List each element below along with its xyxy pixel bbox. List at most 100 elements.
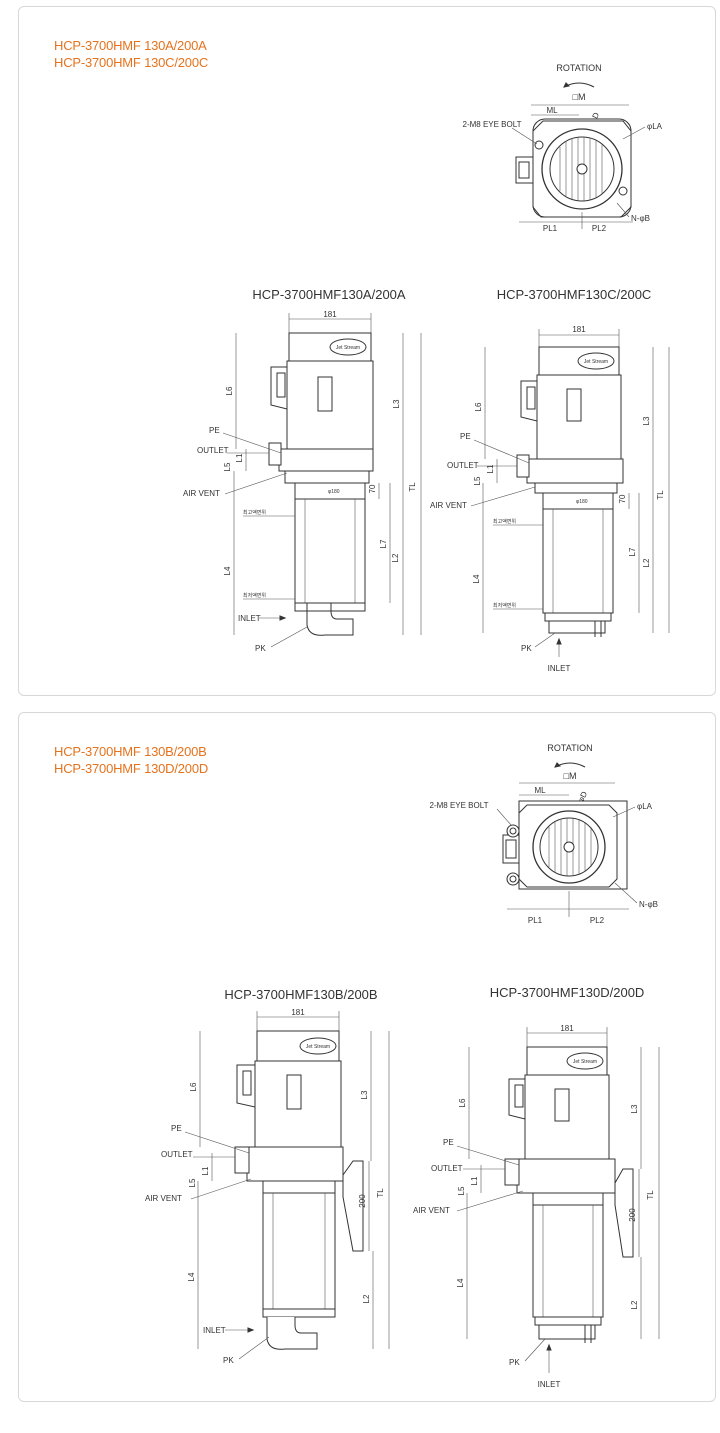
dim-pl1: PL1 bbox=[528, 916, 543, 925]
dim-ml: ML bbox=[546, 106, 558, 115]
dim-width: 181 bbox=[572, 325, 586, 334]
dim-l4: L4 bbox=[187, 1272, 196, 1281]
callout-inlet: INLET bbox=[238, 614, 261, 623]
rotation-label: ROTATION bbox=[556, 63, 601, 73]
dim-tl: TL bbox=[408, 482, 417, 492]
outlet-port bbox=[504, 1158, 520, 1186]
top-view: ROTATION □M ML φD 2-M8 EYE B bbox=[463, 63, 663, 233]
dim-200: 200 bbox=[628, 1208, 637, 1222]
drawing-panel-2: HCP-3700HMF 130B/200B HCP-3700HMF 130D/2… bbox=[18, 712, 716, 1402]
dim-l1: L1 bbox=[201, 1166, 210, 1175]
dim-l3: L3 bbox=[392, 399, 401, 408]
callout-inlet: INLET bbox=[538, 1380, 561, 1389]
dim-width: 181 bbox=[291, 1008, 305, 1017]
dim-70: 70 bbox=[618, 494, 627, 503]
flange-circle bbox=[541, 128, 623, 210]
dim-tl: TL bbox=[656, 490, 665, 500]
pump-flange bbox=[278, 448, 374, 472]
drawing-title: HCP-3700HMF130B/200B bbox=[224, 987, 377, 1002]
arrow-head-icon bbox=[554, 762, 562, 768]
elevation-130D: HCP-3700HMF130D/200D 181 Jet Stream L6 L… bbox=[413, 985, 660, 1389]
drawing-title: HCP-3700HMF130D/200D bbox=[490, 985, 645, 1000]
dim-l3: L3 bbox=[630, 1104, 639, 1113]
dim-200: 200 bbox=[358, 1194, 367, 1208]
dim-l2: L2 bbox=[630, 1300, 639, 1309]
fan-cover bbox=[539, 817, 599, 877]
dim-l2: L2 bbox=[362, 1294, 371, 1303]
dim-l5: L5 bbox=[473, 476, 482, 485]
dim-l2: L2 bbox=[391, 553, 400, 562]
callout-air-vent: AIR VENT bbox=[183, 489, 220, 498]
dim-l6: L6 bbox=[474, 402, 483, 411]
pump-flange bbox=[526, 458, 624, 484]
callout-air-vent: AIR VENT bbox=[413, 1206, 450, 1215]
inlet-base bbox=[538, 1324, 596, 1340]
elevation-130B: HCP-3700HMF130B/200B 181 Jet Stream L6 L… bbox=[145, 987, 390, 1365]
eye-bolt-label: 2-M8 EYE BOLT bbox=[463, 120, 522, 129]
callout-outlet: OUTLET bbox=[431, 1164, 463, 1173]
nameplate: Jet Stream bbox=[336, 345, 360, 351]
level-max: 최고액면위 bbox=[493, 518, 516, 525]
dim-phi-d: φD bbox=[576, 790, 589, 804]
terminal-box bbox=[502, 834, 520, 864]
elevation-130A: HCP-3700HMF130A/200A 181 Jet Stream L6 L… bbox=[183, 287, 422, 653]
pump-casing bbox=[294, 498, 366, 604]
motor-body bbox=[524, 1074, 610, 1160]
dim-l2: L2 bbox=[642, 558, 651, 567]
callout-pk: PK bbox=[255, 644, 266, 653]
dim-phi-la: φLA bbox=[647, 122, 663, 131]
drawing-title: HCP-3700HMF130A/200A bbox=[252, 287, 406, 302]
dim-l6: L6 bbox=[189, 1082, 198, 1091]
level-min: 최저액면위 bbox=[493, 602, 516, 609]
dim-square-m: □M bbox=[564, 771, 577, 781]
callout-pe: PE bbox=[209, 426, 220, 435]
dim-tl: TL bbox=[376, 1188, 385, 1198]
callout-air-vent: AIR VENT bbox=[430, 501, 467, 510]
pump-flange bbox=[246, 1146, 344, 1182]
callout-pe: PE bbox=[460, 432, 471, 441]
model-name: HCP-3700HMF 130D/200D bbox=[54, 761, 209, 776]
flange-dia: φ180 bbox=[576, 499, 588, 505]
inlet-elbow bbox=[306, 603, 354, 636]
dim-l7: L7 bbox=[628, 547, 637, 556]
flange-dia: φ180 bbox=[328, 489, 340, 495]
callout-inlet: INLET bbox=[548, 664, 571, 673]
motor-body bbox=[286, 360, 374, 450]
callout-pe: PE bbox=[171, 1124, 182, 1133]
outlet-port bbox=[268, 442, 282, 466]
drawing-title: HCP-3700HMF130C/200C bbox=[497, 287, 652, 302]
callout-pk: PK bbox=[509, 1358, 520, 1367]
model-name: HCP-3700HMF 130A/200A bbox=[54, 38, 207, 53]
pump-flange bbox=[516, 1158, 616, 1194]
dim-tl: TL bbox=[646, 1190, 655, 1200]
dim-pl2: PL2 bbox=[590, 916, 605, 925]
eye-bolt-icon bbox=[534, 140, 544, 150]
callout-inlet: INLET bbox=[203, 1326, 226, 1335]
nameplate: Jet Stream bbox=[584, 359, 608, 365]
terminal-box bbox=[270, 366, 288, 410]
pump-drawing-2: ROTATION □M ML φD 2-M bbox=[145, 743, 660, 1389]
dim-l4: L4 bbox=[456, 1278, 465, 1287]
pump-casing bbox=[532, 1204, 604, 1318]
dim-l6: L6 bbox=[225, 386, 234, 395]
nameplate: Jet Stream bbox=[573, 1059, 597, 1065]
callout-pk: PK bbox=[521, 644, 532, 653]
model-name: HCP-3700HMF 130C/200C bbox=[54, 55, 209, 70]
rotation-label: ROTATION bbox=[547, 743, 592, 753]
dim-ml: ML bbox=[534, 786, 546, 795]
top-view: ROTATION □M ML φD 2-M bbox=[430, 743, 658, 925]
dim-l1: L1 bbox=[486, 464, 495, 473]
callout-pe: PE bbox=[443, 1138, 454, 1147]
dim-l5: L5 bbox=[457, 1186, 466, 1195]
pump-casing bbox=[542, 508, 614, 614]
dim-l7: L7 bbox=[379, 539, 388, 548]
model-list: HCP-3700HMF 130B/200B HCP-3700HMF 130D/2… bbox=[54, 743, 208, 777]
motor-body bbox=[254, 1060, 342, 1148]
level-min: 최저액면위 bbox=[243, 592, 266, 599]
elevation-130C: HCP-3700HMF130C/200C 181 Jet Stream L6 L… bbox=[430, 287, 670, 673]
pump-casing bbox=[262, 1192, 336, 1310]
model-list: HCP-3700HMF 130A/200A HCP-3700HMF 130C/2… bbox=[54, 37, 208, 71]
callout-outlet: OUTLET bbox=[447, 461, 479, 470]
dim-pl2: PL2 bbox=[592, 224, 607, 233]
outlet-port bbox=[516, 454, 530, 478]
